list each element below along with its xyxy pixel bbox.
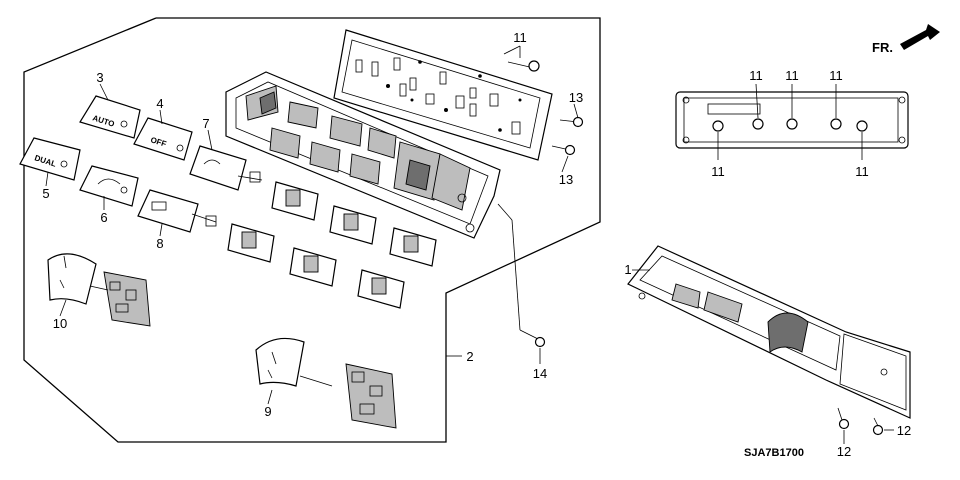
- callout-14: 14: [533, 366, 547, 381]
- circuit-board: [333, 29, 553, 161]
- drawing-code: SJA7B1700: [744, 447, 804, 459]
- callout-11-r4: 11: [711, 164, 725, 179]
- leader-lines: [45, 45, 579, 405]
- callout-11-r3: 11: [829, 68, 843, 83]
- callout-9: 9: [264, 404, 271, 419]
- callout-11-r1: 11: [749, 68, 763, 83]
- defrost-button: [189, 145, 263, 191]
- off-button: OFF: [133, 117, 193, 161]
- control-unit-1: [627, 245, 911, 419]
- screw-holes: [712, 118, 868, 132]
- knob-10: [47, 253, 151, 327]
- callout-10: 10: [53, 316, 67, 331]
- callout-11-r2: 11: [785, 68, 799, 83]
- callout-1: 1: [624, 262, 631, 277]
- callout-11-board: 11: [513, 30, 527, 45]
- callout-3: 3: [96, 70, 103, 85]
- screw-13-lower: [551, 144, 576, 156]
- control-panel-top: [675, 83, 909, 160]
- callout-6: 6: [100, 210, 107, 225]
- callout-11-r5: 11: [855, 164, 869, 179]
- switch-housing: [225, 71, 513, 239]
- callout-12-a: 12: [837, 444, 851, 459]
- callout-12-b: 12: [897, 423, 911, 438]
- auto-button: AUTO: [79, 95, 141, 139]
- callout-8: 8: [156, 236, 163, 251]
- front-direction-label: FR.: [872, 40, 893, 55]
- callout-2: 2: [466, 349, 473, 364]
- callout-13-upper: 13: [569, 90, 583, 105]
- knob-9: [255, 337, 397, 429]
- callout-4: 4: [156, 96, 163, 111]
- fresh-air-button: [137, 189, 217, 233]
- screw-12-b: [872, 417, 894, 436]
- dual-button: DUAL: [19, 137, 81, 181]
- front-direction-arrow: FR.: [872, 24, 940, 55]
- assembly-frame: [23, 17, 601, 443]
- screw-11-board: [507, 46, 540, 72]
- callout-13-lower: 13: [559, 172, 573, 187]
- callout-7: 7: [202, 116, 209, 131]
- screw-12-a: [837, 407, 850, 444]
- recirculation-button: [79, 165, 139, 207]
- switch-cartridges: [227, 181, 437, 309]
- callout-5: 5: [42, 186, 49, 201]
- callouts: 11 13 13 3 4 7 5 6 8 10 9 2 14 11 11 11 …: [42, 30, 911, 459]
- screw-14: [511, 219, 546, 348]
- screw-13-upper: [559, 116, 584, 128]
